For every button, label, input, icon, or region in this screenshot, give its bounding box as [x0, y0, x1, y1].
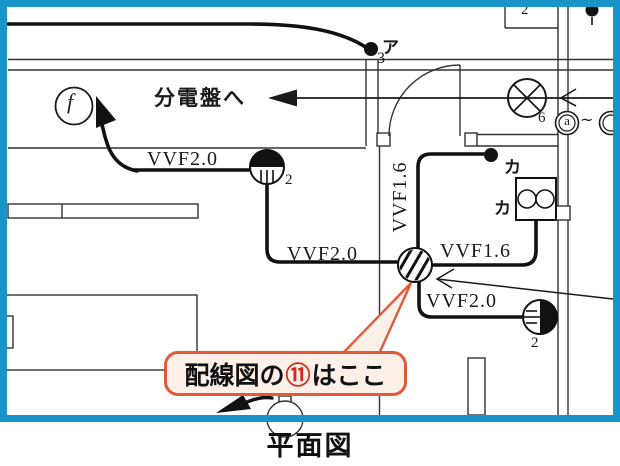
vvf16-horizontal-label: VVF1.6: [440, 240, 512, 262]
arrowhead-open-icon: [559, 88, 577, 107]
diagonal-arrow: [435, 268, 614, 300]
light-left-count: 2: [285, 172, 293, 188]
arrow-to-f: [96, 96, 139, 173]
junction-a-count: 3: [377, 50, 385, 67]
callout-marker-11: ⑪: [285, 360, 311, 390]
wire-vvf20-mid: [265, 182, 400, 264]
wall-lines: [0, 7, 613, 438]
vvf-wires: [131, 152, 538, 319]
arrowhead-down-icon: [216, 395, 251, 413]
lamp-b-partial-icon: [598, 110, 620, 136]
supply-wire-top: [5, 22, 369, 50]
vvf16-vertical-label: VVF1.6: [389, 161, 411, 233]
wire-vvf16-right: [430, 218, 538, 267]
lamp-count: 6: [538, 110, 546, 126]
room-count: 2: [521, 2, 529, 18]
page-title: 平面図: [266, 431, 354, 462]
outlet-box-icon: [515, 177, 557, 221]
arrowhead-open2-icon: [435, 268, 455, 289]
junction-a-dot: [364, 42, 378, 56]
callout-tail: [337, 282, 413, 358]
bottom-arrow: [216, 395, 274, 413]
arrowhead-up-icon: [96, 96, 116, 128]
arrowhead-left-icon: [268, 89, 297, 107]
junction-box-11-icon: [397, 247, 433, 283]
junction-ka-dot: [484, 148, 498, 162]
ventilation-fan-icon: [507, 78, 547, 118]
vvf20-bottom-label: VVF2.0: [426, 290, 498, 312]
junction-top-right-dot: [585, 3, 599, 25]
fixture-f-label: f: [67, 89, 74, 114]
vvf20-mid-label: VVF2.0: [287, 243, 359, 265]
junction-a-label: ア: [382, 38, 399, 58]
wire-vvf16-up: [416, 152, 486, 250]
to-distribution-board-label: 分電盤へ: [154, 86, 246, 110]
ceiling-light-right-icon: [522, 299, 558, 335]
outlet-ka-label: カ: [494, 199, 511, 219]
callout-suffix: はここ: [311, 360, 387, 390]
fixture-f-icon: [54, 86, 94, 126]
distribution-board-arrow: [268, 88, 613, 107]
lamp-letter: a: [564, 113, 570, 128]
junction-ka-label: カ: [504, 158, 521, 178]
wire-vvf20-bottom: [417, 279, 525, 319]
ceiling-light-left-icon: [249, 149, 285, 185]
door-swing-arc: [388, 64, 461, 137]
lamp-tilde: ~: [580, 110, 594, 129]
callout-prefix: 配線図の: [184, 360, 285, 390]
lamp-a-icon: [554, 110, 580, 136]
light-right-count: 2: [531, 335, 539, 351]
vvf20-left-label: VVF2.0: [147, 148, 219, 170]
